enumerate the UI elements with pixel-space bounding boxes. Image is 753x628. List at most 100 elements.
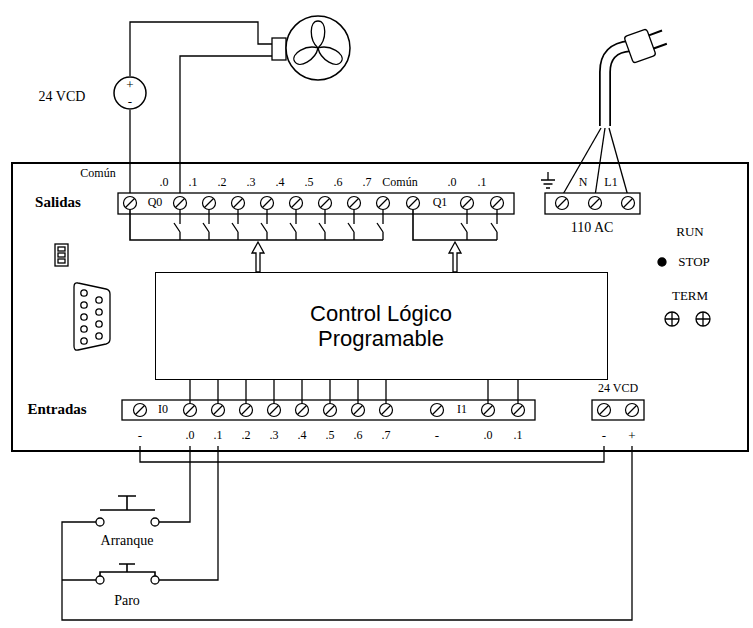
input-link	[217, 380, 218, 404]
screw-head	[324, 404, 337, 417]
screw-terminal	[184, 404, 197, 417]
wire	[159, 446, 190, 522]
screw-slot	[321, 199, 330, 208]
input-link	[245, 380, 246, 404]
screw-terminal	[377, 197, 390, 210]
port-name: Q0	[148, 196, 163, 210]
terminal-label: L1	[604, 176, 617, 190]
term-screw-cross	[696, 312, 710, 326]
screw-slot	[558, 199, 567, 208]
terminal-number: .2	[242, 429, 251, 443]
screw-slot	[433, 406, 442, 415]
screw-terminal	[296, 404, 309, 417]
sensor-supply-strip	[592, 400, 644, 420]
button-label: Paro	[114, 593, 140, 609]
wire	[595, 128, 605, 196]
output-common-bus	[130, 210, 383, 241]
terminal-number: .1	[478, 176, 487, 190]
terminal-number: .1	[189, 176, 198, 190]
terminal-label: Común	[382, 176, 417, 190]
screw-terminal	[268, 404, 281, 417]
wire	[140, 446, 604, 462]
relay-contact	[232, 210, 238, 241]
db9-pin	[81, 338, 87, 344]
screw-slot	[628, 406, 637, 415]
db9-pin	[81, 290, 87, 296]
terminal-number: .3	[270, 429, 279, 443]
screw-head	[212, 404, 225, 417]
terminal-number: .3	[247, 176, 256, 190]
screw-slot	[600, 406, 609, 415]
db9-pin	[81, 326, 87, 332]
screw-head	[261, 197, 274, 210]
screw-slot	[493, 199, 502, 208]
relay-contact	[290, 210, 296, 241]
term-screw	[696, 312, 710, 326]
screw-terminal	[461, 197, 474, 210]
screw-head	[622, 197, 635, 210]
screw-head	[556, 197, 569, 210]
input-link	[329, 380, 330, 404]
screw-head	[491, 197, 504, 210]
wire	[159, 446, 218, 580]
button-contact	[96, 518, 104, 526]
screw-head	[184, 404, 197, 417]
screw-slot	[176, 199, 185, 208]
screw-slot	[463, 199, 472, 208]
wire	[62, 579, 96, 580]
power-terminal-strip	[545, 193, 640, 214]
screw-slot	[298, 406, 307, 415]
fan-housing	[286, 16, 350, 80]
screw-head	[268, 404, 281, 417]
db9-pin	[96, 321, 102, 327]
screw-terminal	[124, 197, 137, 210]
terminal-number: .7	[382, 429, 391, 443]
port-name: Q1	[433, 196, 448, 210]
screw-head	[134, 404, 147, 417]
screw-slot	[382, 406, 391, 415]
wire	[180, 56, 272, 196]
screw-terminal	[556, 197, 569, 210]
screw-slot	[591, 199, 600, 208]
fan-connector	[272, 38, 286, 60]
section-title: Entradas	[27, 401, 86, 418]
screw-slot	[292, 199, 301, 208]
output-common-bus	[413, 210, 497, 241]
screw-head	[380, 404, 393, 417]
polarity-sign: +	[628, 429, 635, 444]
screw-slot	[263, 199, 272, 208]
screw-head	[482, 404, 495, 417]
terminal-number: .4	[276, 176, 285, 190]
terminal-number: .0	[160, 176, 169, 190]
screw-head	[352, 404, 365, 417]
db9-pin	[96, 297, 102, 303]
screw-terminal	[324, 404, 337, 417]
screw-terminal	[598, 404, 611, 417]
screw-head	[589, 197, 602, 210]
screw-terminal	[482, 404, 495, 417]
screw-head	[232, 197, 245, 210]
pushbutton-nc	[100, 564, 155, 576]
screw-head	[124, 197, 137, 210]
db9-connector	[74, 283, 110, 350]
screw-head	[319, 197, 332, 210]
screw-terminal	[203, 197, 216, 210]
pushbutton-no	[100, 496, 155, 510]
screw-head	[290, 197, 303, 210]
term-screw	[665, 312, 679, 326]
hollow-arrow	[252, 242, 264, 272]
relay-contact	[377, 210, 383, 241]
screw-head	[598, 404, 611, 417]
screw-terminal	[348, 197, 361, 210]
screw-slot	[409, 199, 418, 208]
terminal-number: .4	[298, 429, 307, 443]
status-leds	[55, 244, 68, 266]
led	[58, 253, 65, 257]
mode-indicator	[658, 258, 666, 266]
screw-slot	[354, 406, 363, 415]
cpu-label: Control Lógico Programable	[296, 300, 466, 351]
screw-terminal	[512, 404, 525, 417]
section-title: Salidas	[35, 194, 81, 211]
terminal-number: .6	[334, 176, 343, 190]
